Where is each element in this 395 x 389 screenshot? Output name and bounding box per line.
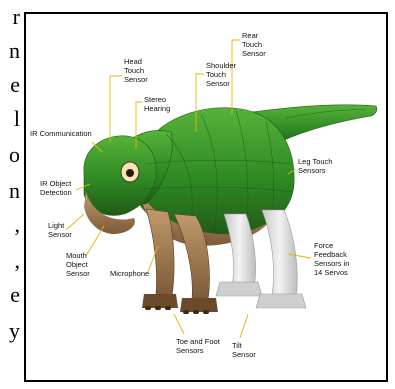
- label-toe-foot: Toe and Foot Sensors: [176, 337, 222, 355]
- rear-right-foot: [256, 294, 306, 308]
- text-fragment: o: [9, 144, 20, 166]
- label-light-sensor: Light Sensor: [48, 221, 72, 239]
- rear-right-leg: [262, 210, 297, 298]
- label-force-feedback: Force Feedback Sensors in 14 Servos: [314, 241, 352, 277]
- text-fragment: ,: [15, 214, 21, 236]
- front-left-foot: [142, 294, 178, 308]
- label-mouth-object: Mouth Object Sensor: [66, 251, 90, 278]
- text-fragment: r: [13, 6, 20, 28]
- label-stereo-hearing: Stereo Hearing: [144, 95, 170, 113]
- text-fragment: e: [10, 284, 20, 306]
- text-fragment: n: [9, 180, 20, 202]
- text-fragment: l: [14, 108, 20, 130]
- rear-left-foot: [216, 282, 262, 296]
- left-text-column: r n e l o n , , e y: [0, 0, 22, 389]
- label-leg-touch: Leg Touch Sensors: [298, 157, 335, 175]
- text-fragment: n: [9, 40, 20, 62]
- front-left-leg: [146, 209, 174, 296]
- dinosaur-sensor-diagram: Head Touch Sensor Stereo Hearing Shoulde…: [26, 14, 386, 380]
- text-fragment: e: [10, 74, 20, 96]
- dinosaur-pupil: [126, 169, 134, 177]
- label-rear-touch: Rear Touch Sensor: [242, 31, 266, 58]
- front-right-foot: [180, 298, 218, 312]
- label-ir-communication: IR Communication: [30, 129, 92, 138]
- label-microphone: Microphone: [110, 269, 149, 278]
- label-head-touch: Head Touch Sensor: [124, 57, 148, 84]
- text-fragment: ,: [15, 250, 21, 272]
- text-fragment: y: [9, 320, 20, 342]
- label-tilt: Tilt Sensor: [232, 341, 256, 359]
- label-ir-object-detection: IR Object Detection: [40, 179, 73, 197]
- figure-frame: Head Touch Sensor Stereo Hearing Shoulde…: [24, 12, 388, 382]
- label-shoulder-touch: Shoulder Touch Sensor: [206, 61, 238, 88]
